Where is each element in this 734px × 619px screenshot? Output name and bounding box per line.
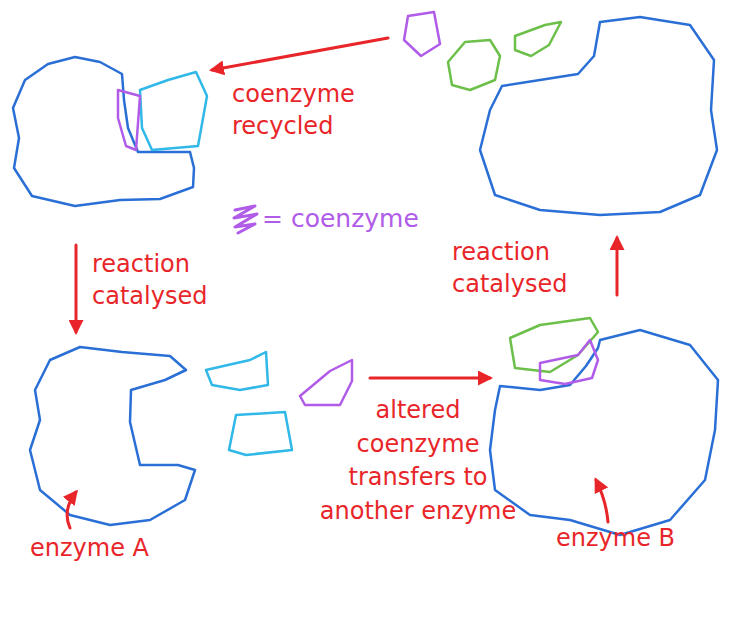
product: [448, 40, 500, 90]
product: [206, 352, 268, 390]
product: [229, 412, 292, 455]
coenzyme: [300, 360, 352, 405]
part-name: enzyme B: [556, 522, 675, 554]
part-name: enzyme A: [30, 532, 149, 564]
coenzyme: [540, 340, 598, 384]
flow-arrow: [370, 377, 490, 380]
legend-text: = coenzyme: [262, 202, 419, 236]
leader-arrow: [67, 492, 76, 528]
substrate: [140, 72, 207, 150]
label-box: altered coenzyme transfers to another en…: [312, 394, 524, 528]
label-box: enzyme A: [30, 532, 149, 564]
annotation: reaction catalysed: [92, 248, 222, 313]
label-box: reaction catalysed: [92, 248, 222, 313]
enzyme-outline: [480, 17, 717, 215]
product: [515, 22, 561, 56]
flow-arrow: [616, 238, 619, 295]
leader-arrow: [596, 480, 608, 522]
coenzyme: [118, 90, 140, 150]
annotation: altered coenzyme transfers to another en…: [312, 394, 524, 528]
flow-arrow: [75, 245, 78, 332]
enzyme-outline: [30, 347, 195, 525]
enzyme-outline: [490, 330, 718, 535]
annotation: coenzyme recycled: [232, 78, 382, 143]
flow-arrow: [212, 38, 388, 70]
coenzyme-swatch: [230, 202, 260, 236]
label-box: enzyme B: [556, 522, 675, 554]
label-box: coenzyme recycled: [232, 78, 382, 143]
legend-entry: = coenzyme: [230, 202, 419, 236]
label-box: reaction catalysed: [452, 236, 587, 301]
coenzyme: [404, 12, 440, 56]
annotation: reaction catalysed: [452, 236, 587, 301]
